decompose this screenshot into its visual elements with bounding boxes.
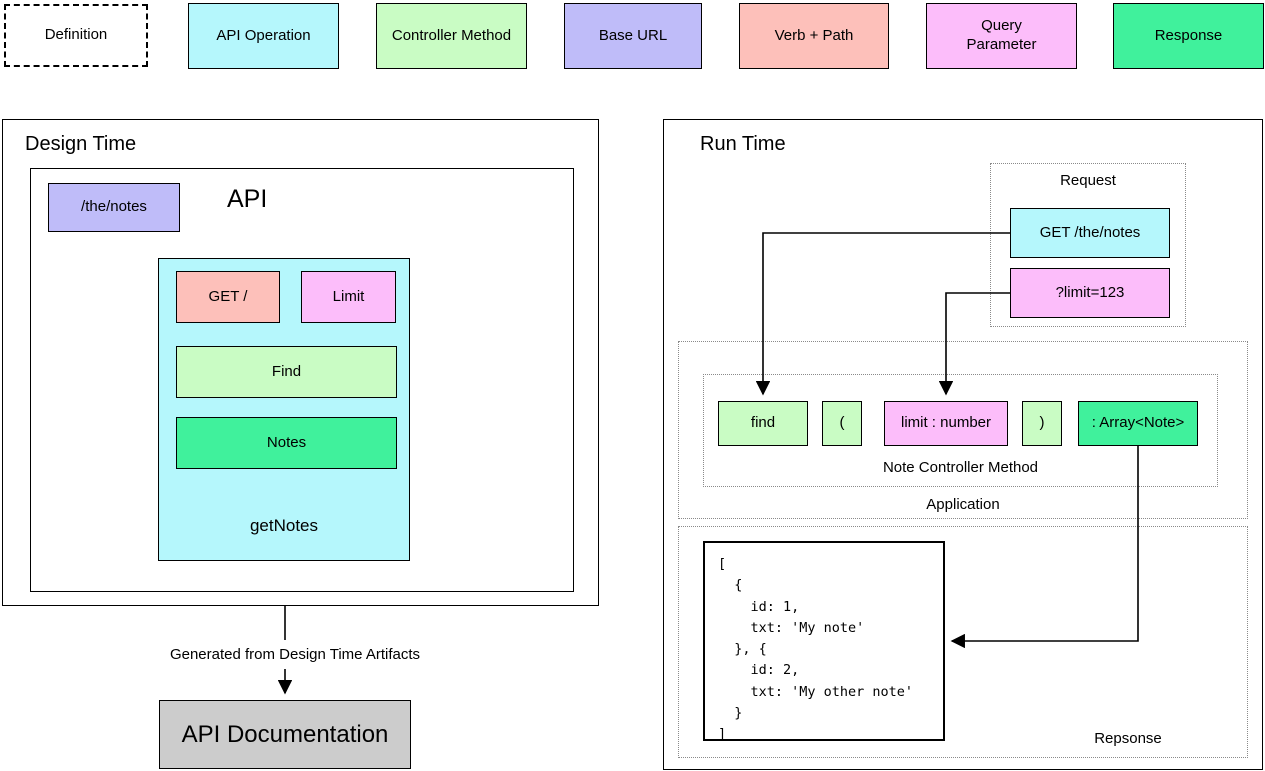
legend-label: Controller Method	[391, 26, 512, 44]
token-return-type: : Array<Note>	[1091, 414, 1185, 432]
query-param-text: Limit	[332, 287, 365, 305]
token-close-paren: )	[1039, 414, 1045, 432]
api-definition-dashed-box	[30, 168, 574, 592]
api-documentation-text: API Documentation	[181, 720, 389, 748]
legend-label: API Operation	[216, 26, 311, 44]
code-line: txt: 'My other note'	[718, 683, 914, 700]
query-param-box: Limit	[301, 271, 396, 323]
code-line: }	[718, 705, 743, 722]
request-query-text: ?limit=123	[1055, 283, 1125, 301]
code-line: {	[718, 577, 743, 594]
token-find-box: find	[718, 401, 808, 446]
request-operation-text: GET /the/notes	[1039, 223, 1141, 241]
verb-path-box: GET /	[176, 271, 280, 323]
note-controller-method-label: Note Controller Method	[882, 459, 1039, 476]
controller-method-box: Find	[176, 346, 397, 398]
base-url-box: /the/notes	[48, 183, 180, 232]
token-find: find	[750, 414, 776, 432]
response-text: Notes	[266, 433, 307, 451]
token-limit-param: limit : number	[900, 414, 992, 432]
design-time-panel	[2, 119, 599, 606]
legend-item-response: Response	[1113, 3, 1264, 69]
run-time-title: Run Time	[700, 133, 786, 155]
response-group-label: Repsonse	[1094, 730, 1162, 747]
legend-item-verb-path: Verb + Path	[739, 3, 889, 69]
request-label: Request	[1060, 172, 1116, 189]
api-label: API	[227, 185, 268, 213]
base-url-text: /the/notes	[81, 198, 147, 216]
legend-label: Base URL	[598, 26, 668, 44]
token-close-paren-box: )	[1022, 401, 1062, 446]
verb-path-text: GET /	[208, 287, 248, 305]
token-limit-param-box: limit : number	[884, 401, 1008, 446]
legend-label: Response	[1154, 26, 1223, 44]
token-open-paren: (	[839, 414, 845, 432]
code-line: txt: 'My note'	[718, 619, 865, 636]
legend-item-definition: Definition	[4, 4, 148, 67]
code-line: id: 2,	[718, 662, 800, 679]
response-box: Notes	[176, 417, 397, 469]
code-line: id: 1,	[718, 598, 800, 615]
application-label: Application	[926, 496, 1000, 513]
response-code-box: [ { id: 1, txt: 'My note' }, { id: 2, tx…	[703, 541, 945, 742]
legend-item-query-parameter: Query Parameter	[926, 3, 1077, 69]
run-time-panel	[663, 119, 1263, 770]
design-time-title: Design Time	[25, 133, 137, 155]
controller-method-text: Find	[271, 362, 302, 380]
legend-item-controller-method: Controller Method	[376, 3, 527, 69]
legend-item-api-operation: API Operation	[188, 3, 339, 69]
api-documentation-box: API Documentation	[159, 700, 411, 769]
request-operation-box: GET /the/notes	[1010, 208, 1170, 258]
token-open-paren-box: (	[822, 401, 862, 446]
legend-label: Verb + Path	[774, 26, 854, 44]
code-line: [	[718, 556, 727, 572]
request-query-box: ?limit=123	[1010, 268, 1170, 318]
token-return-type-box: : Array<Note>	[1078, 401, 1198, 446]
legend-label: Definition	[44, 26, 108, 44]
legend-label: Query Parameter	[966, 17, 1037, 53]
code-line: }, {	[718, 641, 767, 658]
code-line: ]	[718, 726, 727, 743]
legend-item-base-url: Base URL	[564, 3, 702, 69]
generated-arrow-label: Generated from Design Time Artifacts	[169, 646, 421, 663]
operation-name-label: getNotes	[249, 516, 319, 535]
